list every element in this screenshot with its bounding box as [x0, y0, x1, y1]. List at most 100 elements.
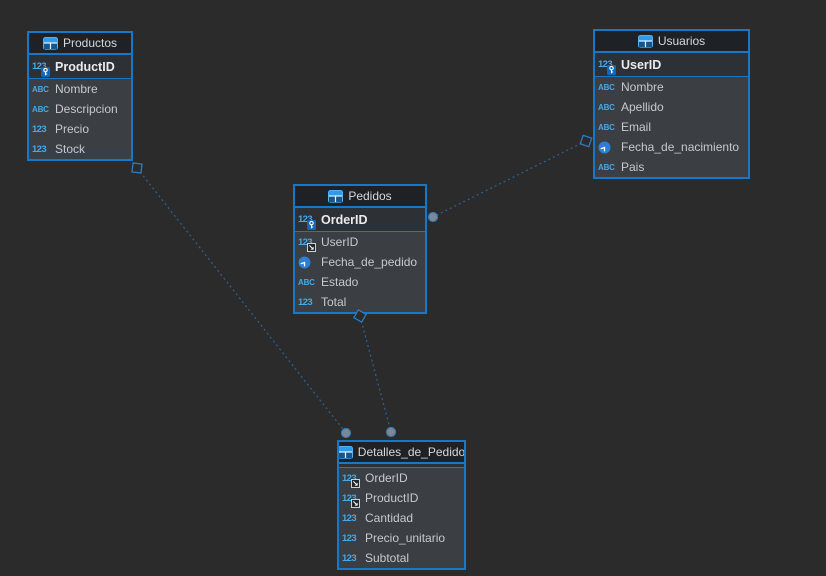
table-icon [637, 34, 653, 48]
primary-key-section: 123 OrderID [295, 208, 425, 232]
primary-key-badge [41, 66, 50, 77]
column-name: Apellido [621, 100, 664, 114]
column-name: Total [321, 295, 347, 309]
text-type-icon: ABC [598, 80, 617, 94]
column-name: Nombre [55, 82, 98, 96]
numeric-type-icon: 123 [342, 531, 361, 545]
numeric-type-icon: 123 [298, 213, 317, 230]
type-glyph: ABC [298, 277, 315, 287]
table-icon [339, 445, 353, 459]
table-icon [42, 36, 58, 50]
type-glyph: 123 [598, 59, 613, 70]
text-type-icon: ABC [32, 82, 51, 96]
type-glyph: 123 [32, 143, 47, 155]
table-header[interactable]: Pedidos [295, 186, 425, 208]
type-glyph: ABC [598, 102, 615, 112]
type-glyph: ABC [32, 84, 49, 94]
column-name: Stock [55, 142, 86, 156]
type-glyph: 123 [342, 472, 357, 484]
numeric-type-icon: 123 [342, 471, 361, 488]
column-row-fecha-de-nacimiento[interactable]: Fecha_de_nacimiento [595, 137, 748, 157]
text-type-icon: ABC [32, 102, 51, 116]
column-name: OrderID [365, 471, 408, 485]
numeric-type-icon: 123 [298, 235, 317, 252]
foreign-key-badge [307, 243, 316, 252]
foreign-key-badge [351, 479, 360, 488]
column-row-fecha-de-pedido[interactable]: Fecha_de_pedido [295, 252, 425, 272]
column-name: Fecha_de_pedido [321, 255, 418, 269]
primary-key-section-empty [339, 464, 464, 468]
column-name: Email [621, 120, 652, 134]
type-glyph: 123 [342, 532, 357, 544]
table-title: Detalles_de_Pedido [357, 445, 464, 459]
column-row-subtotal[interactable]: 123 Subtotal [339, 548, 464, 568]
column-row-descripcion[interactable]: ABC Descripcion [29, 99, 131, 119]
numeric-type-icon: 123 [32, 122, 51, 136]
column-row-userid[interactable]: 123 UserID [595, 53, 748, 76]
type-glyph: 123 [298, 296, 313, 308]
numeric-type-icon: 123 [32, 142, 51, 156]
text-type-icon: ABC [598, 100, 617, 114]
column-row-nombre[interactable]: ABC Nombre [29, 79, 131, 99]
column-row-orderid[interactable]: 123 OrderID [295, 208, 425, 231]
text-type-icon: ABC [598, 160, 617, 174]
column-row-total[interactable]: 123 Total [295, 292, 425, 312]
text-type-icon: ABC [298, 275, 317, 289]
numeric-type-icon: 123 [342, 551, 361, 565]
type-glyph: 123 [342, 512, 357, 524]
numeric-type-icon: 123 [342, 511, 361, 525]
column-name: Cantidad [365, 511, 414, 525]
column-row-apellido[interactable]: ABC Apellido [595, 97, 748, 117]
table-header[interactable]: Productos [29, 33, 131, 55]
column-name: OrderID [321, 212, 368, 227]
foreign-key-badge [351, 499, 360, 508]
column-name: Subtotal [365, 551, 410, 565]
column-row-orderid[interactable]: 123 OrderID [339, 468, 464, 488]
column-row-userid[interactable]: 123 UserID [295, 232, 425, 252]
datetime-type-icon [598, 140, 617, 154]
numeric-type-icon: 123 [342, 491, 361, 508]
type-glyph: ABC [598, 122, 615, 132]
table-title: Usuarios [657, 34, 706, 48]
table-header[interactable]: Detalles_de_Pedido [339, 442, 464, 464]
type-glyph: 123 [32, 123, 47, 135]
primary-key-badge [307, 219, 316, 230]
column-name: UserID [321, 235, 359, 249]
column-name: Precio [55, 122, 90, 136]
primary-key-badge [607, 64, 616, 75]
column-name: Descripcion [55, 102, 118, 116]
text-type-icon: ABC [598, 120, 617, 134]
type-glyph: ABC [598, 162, 615, 172]
type-glyph: ABC [32, 104, 49, 114]
type-glyph: 123 [342, 492, 357, 504]
column-row-email[interactable]: ABC Email [595, 117, 748, 137]
numeric-type-icon: 123 [32, 60, 51, 77]
primary-key-section: 123 UserID [595, 53, 748, 77]
table-header[interactable]: Usuarios [595, 31, 748, 53]
table-icon [328, 189, 344, 203]
column-row-stock[interactable]: 123 Stock [29, 139, 131, 159]
column-row-productid[interactable]: 123 ProductID [339, 488, 464, 508]
table-title: Pedidos [348, 189, 392, 203]
column-row-precio[interactable]: 123 Precio [29, 119, 131, 139]
column-name: Fecha_de_nacimiento [621, 140, 740, 154]
column-row-cantidad[interactable]: 123 Cantidad [339, 508, 464, 528]
column-name: ProductID [365, 491, 419, 505]
column-name: UserID [621, 57, 662, 72]
table-title: Productos [62, 36, 118, 50]
